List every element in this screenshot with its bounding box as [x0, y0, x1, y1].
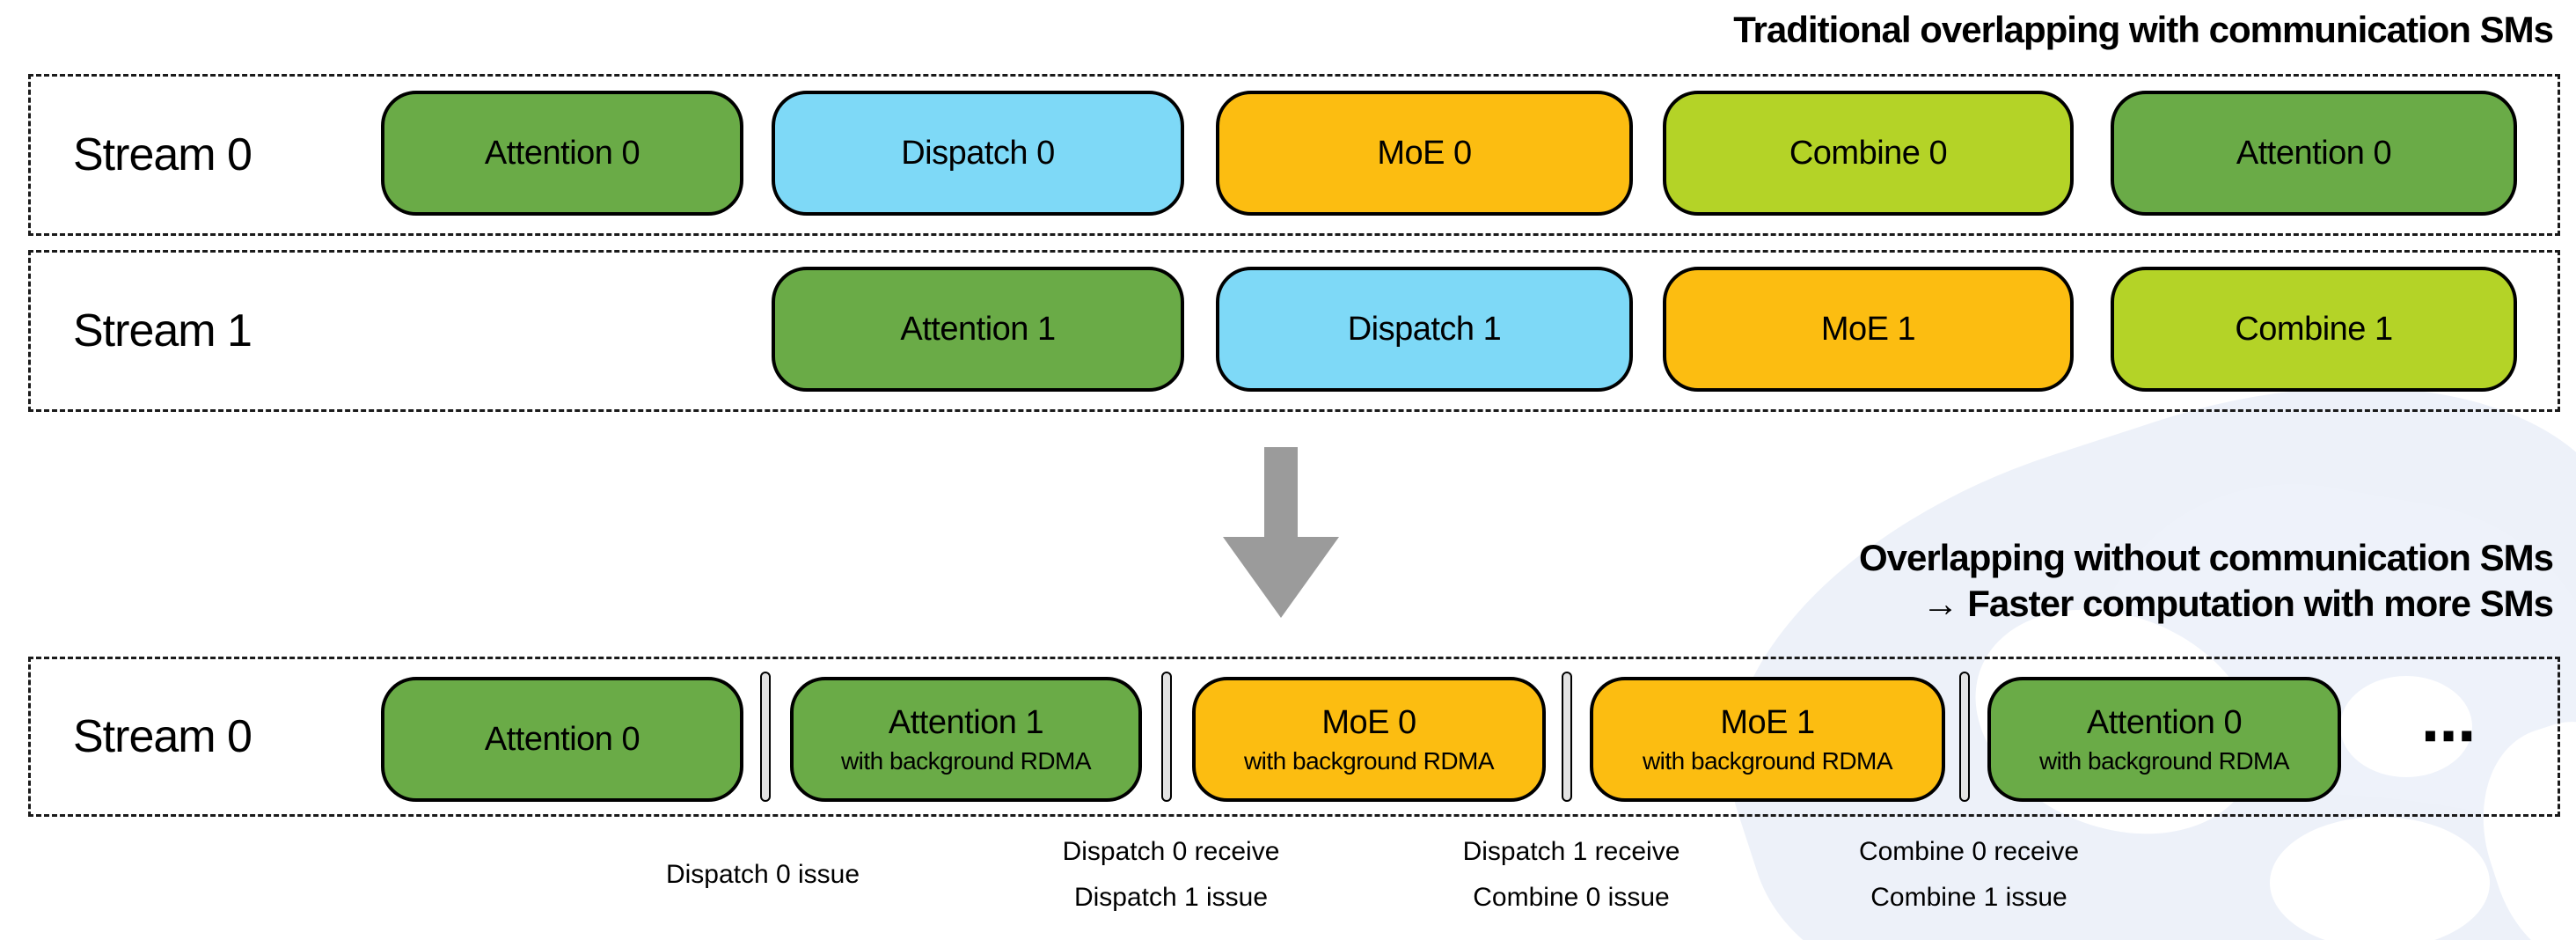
- task-label: Dispatch 0: [901, 134, 1055, 172]
- watermark-highlight: [2270, 817, 2490, 940]
- event-line: Dispatch 0 receive: [1062, 837, 1280, 867]
- task-box-moe: MoE 0: [1216, 91, 1633, 216]
- sync-separator: [1959, 672, 1970, 802]
- sync-separator: [1562, 672, 1572, 802]
- stream-label: Stream 1: [73, 305, 252, 356]
- down-arrow-head-icon: [1223, 537, 1339, 618]
- task-box-attention: Attention 1: [772, 267, 1184, 392]
- event-label-dispatch0-issue: Dispatch 0 issue: [534, 826, 992, 924]
- task-box-attention: Attention 0: [381, 91, 743, 216]
- event-label-combine0-receive: Combine 0 receive Combine 1 issue: [1740, 826, 2198, 924]
- event-label-dispatch0-receive: Dispatch 0 receive Dispatch 1 issue: [942, 826, 1400, 924]
- task-box-combine: Combine 0: [1663, 91, 2074, 216]
- title-overlap-line2: → Faster computation with more SMs: [1921, 583, 2554, 625]
- event-line: Combine 1 issue: [1870, 883, 2067, 912]
- task-sublabel: with background RDMA: [1243, 746, 1495, 775]
- event-line: Dispatch 1 receive: [1462, 837, 1680, 867]
- stream-row-bottom: Stream 0 Attention 0 Attention 1 with ba…: [28, 657, 2560, 817]
- task-box-moe-rdma: MoE 1 with background RDMA: [1590, 677, 1945, 802]
- task-label: Attention 0: [2236, 134, 2392, 172]
- stream-row-top: Stream 0 Attention 0 Dispatch 0 MoE 0 Co…: [28, 74, 2560, 236]
- title-overlap-line1: Overlapping without communication SMs: [1858, 537, 2554, 578]
- task-sublabel: with background RDMA: [1642, 746, 1893, 775]
- task-box-attention: Attention 0: [381, 677, 743, 802]
- stream-label: Stream 0: [73, 129, 252, 180]
- ellipsis-continuation: ⋯: [2421, 703, 2479, 768]
- task-box-dispatch: Dispatch 1: [1216, 267, 1633, 392]
- task-label: Attention 1: [900, 310, 1056, 348]
- task-label: Combine 1: [2235, 310, 2393, 348]
- task-label: Dispatch 1: [1347, 310, 1502, 348]
- event-line: Dispatch 0 issue: [665, 860, 860, 890]
- task-box-moe-rdma: MoE 0 with background RDMA: [1192, 677, 1546, 802]
- task-box-attention: Attention 0: [2111, 91, 2517, 216]
- event-label-dispatch1-receive: Dispatch 1 receive Combine 0 issue: [1343, 826, 1800, 924]
- down-arrow-icon: [1264, 447, 1298, 539]
- task-label: MoE 0: [1377, 134, 1472, 172]
- title-traditional-overlapping: Traditional overlapping with communicati…: [1733, 9, 2554, 50]
- task-label: MoE 1: [1720, 703, 1815, 741]
- task-box-attention-rdma: Attention 0 with background RDMA: [1987, 677, 2341, 802]
- task-sublabel: with background RDMA: [840, 746, 1092, 775]
- task-label: Attention 0: [484, 720, 640, 758]
- event-line: Dispatch 1 issue: [1073, 883, 1269, 912]
- stream-label: Stream 0: [73, 711, 252, 762]
- stream-row-middle: Stream 1 Attention 1 Dispatch 1 MoE 1 Co…: [28, 250, 2560, 412]
- task-box-moe: MoE 1: [1663, 267, 2074, 392]
- task-sublabel: with background RDMA: [2038, 746, 2290, 775]
- sync-separator: [760, 672, 771, 802]
- title-overlapping-without-sms: Overlapping without communication SMs → …: [1858, 535, 2554, 627]
- task-box-dispatch: Dispatch 0: [772, 91, 1184, 216]
- task-box-attention-rdma: Attention 1 with background RDMA: [790, 677, 1142, 802]
- watermark-highlight: [2340, 676, 2472, 777]
- event-line: Combine 0 issue: [1473, 883, 1670, 912]
- task-label: MoE 0: [1321, 703, 1416, 741]
- task-label: Attention 0: [2086, 703, 2243, 741]
- task-box-combine: Combine 1: [2111, 267, 2517, 392]
- task-label: MoE 1: [1820, 310, 1916, 348]
- sync-separator: [1161, 672, 1172, 802]
- task-label: Combine 0: [1789, 134, 1948, 172]
- task-label: Attention 1: [888, 703, 1044, 741]
- event-line: Combine 0 receive: [1858, 837, 2080, 867]
- task-label: Attention 0: [484, 134, 640, 172]
